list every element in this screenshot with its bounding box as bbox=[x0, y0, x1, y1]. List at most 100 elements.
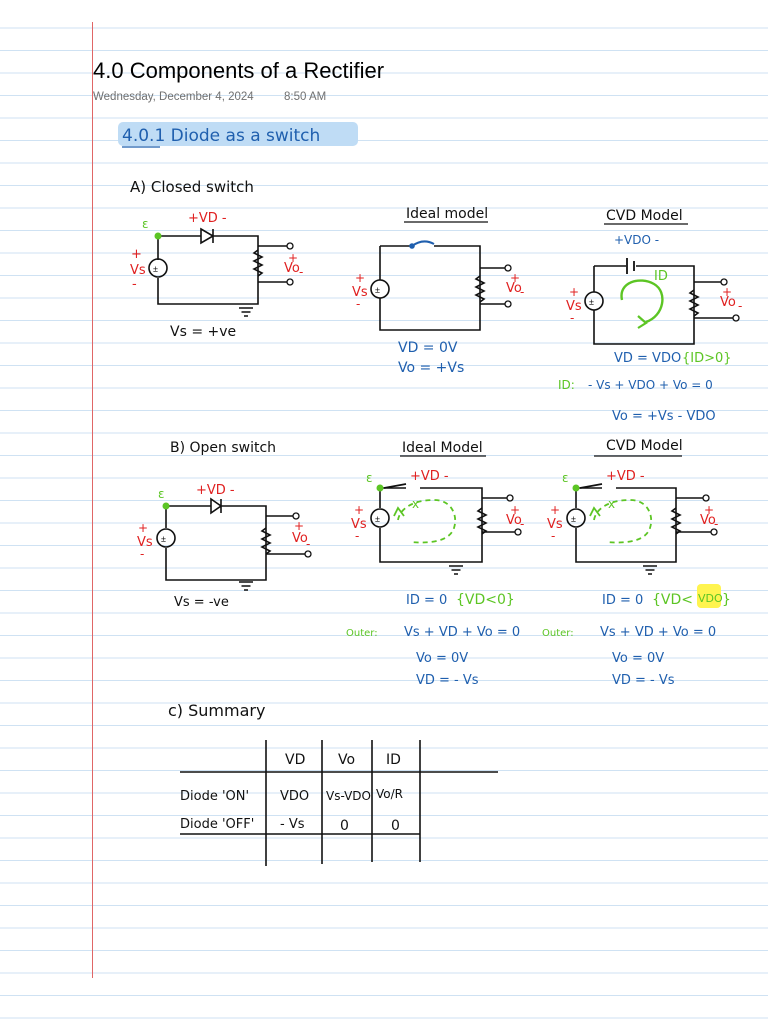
b-cvd-eq2: Vo = 0V bbox=[612, 651, 664, 666]
b-ideal-vo-plus: + bbox=[510, 503, 520, 517]
a-eps: ε bbox=[142, 217, 149, 231]
a-vo-minus: - bbox=[299, 265, 303, 279]
svg-text:±: ± bbox=[161, 534, 166, 544]
b-cvd-kvl-label: Outer: bbox=[542, 628, 574, 639]
b-cvd-title: CVD Model bbox=[606, 438, 683, 454]
table-row-on-vd: VDO bbox=[280, 789, 309, 804]
a-condition: Vs = +ve bbox=[170, 324, 236, 340]
summary-table-grid bbox=[180, 740, 498, 866]
a-cvd-kvl-label: ID: bbox=[558, 378, 575, 392]
b-vo-plus: + bbox=[294, 519, 304, 533]
a-cvd-kvl: - Vs + VDO + Vo = 0 bbox=[588, 378, 713, 392]
b-cvd-cond-hl: VDO bbox=[698, 592, 723, 605]
a-ideal-vo: Vo bbox=[506, 281, 522, 296]
b-cvd-vs-minus: - bbox=[551, 529, 555, 543]
page-title: 4.0 Components of a Rectifier bbox=[93, 58, 385, 83]
svg-text:±: ± bbox=[571, 514, 576, 524]
svg-text:±: ± bbox=[375, 514, 380, 524]
b-vs: Vs bbox=[137, 535, 153, 550]
table-row-off-id: 0 bbox=[391, 818, 400, 834]
a-ideal-eq1: VD = 0V bbox=[398, 340, 458, 356]
b-cvd-vo-minus: - bbox=[714, 517, 718, 531]
a-cvd-circuit: ± bbox=[584, 258, 740, 345]
b-ideal-kvl-label: Outer: bbox=[346, 628, 378, 639]
table-row-on-label: Diode 'ON' bbox=[180, 789, 249, 804]
table-row-off-vd: - Vs bbox=[280, 817, 305, 832]
a-vs-plus: + bbox=[131, 247, 142, 262]
b-ideal-eq3: VD = - Vs bbox=[416, 673, 479, 688]
a-vd: +VD - bbox=[188, 211, 227, 226]
b-ideal-vs-minus: - bbox=[355, 529, 359, 543]
table-row-off-vo: 0 bbox=[340, 818, 349, 834]
b-vo-minus: - bbox=[306, 537, 310, 551]
a-vs: Vs bbox=[130, 263, 146, 278]
b-cvd-eq1: ID = 0 bbox=[602, 593, 643, 608]
open-switch-circuit: ± bbox=[156, 497, 312, 591]
b-cvd-circuit: ± bbox=[566, 483, 718, 575]
b-ideal-eps: ε bbox=[366, 471, 373, 485]
b-vd: +VD - bbox=[196, 483, 235, 498]
a-ideal-vs-minus: - bbox=[356, 297, 360, 311]
b-cvd-vs-plus: + bbox=[550, 503, 560, 517]
b-vs-minus: - bbox=[140, 547, 144, 561]
section-heading: 4.0.1 Diode as a switch bbox=[122, 126, 320, 146]
part-b-heading: B) Open switch bbox=[170, 440, 276, 456]
page-time: 8:50 AM bbox=[284, 91, 327, 103]
a-vo-plus: + bbox=[288, 251, 298, 265]
table-header-vo: Vo bbox=[338, 752, 355, 768]
b-cvd-cond-highlight bbox=[697, 584, 721, 608]
part-a-heading: A) Closed switch bbox=[130, 178, 254, 196]
a-cvd-id: ID bbox=[654, 269, 668, 284]
b-cvd-cond-open: {VD< bbox=[652, 592, 693, 608]
table-row-on-id: Vo/R bbox=[376, 787, 403, 801]
a-cvd-vs: Vs bbox=[566, 299, 582, 314]
b-ideal-kvl: Vs + VD + Vo = 0 bbox=[404, 625, 520, 640]
table-row-on-vo: Vs-VDO bbox=[326, 789, 371, 803]
a-cvd-eq2: Vo = +Vs - VDO bbox=[612, 409, 716, 424]
b-ideal-eq2: Vo = 0V bbox=[416, 651, 468, 666]
a-ideal-circuit: ± bbox=[370, 240, 512, 331]
a-ideal-eq2: Vo = +Vs bbox=[398, 360, 464, 376]
a-vo: Vo bbox=[284, 261, 300, 276]
b-eps: ε bbox=[158, 487, 165, 501]
svg-text:±: ± bbox=[375, 285, 380, 295]
table-header-vd: VD bbox=[285, 752, 305, 768]
closed-switch-circuit: ± bbox=[148, 227, 294, 317]
a-cvd-vo: Vo bbox=[720, 295, 736, 310]
b-cvd-kvl: Vs + VD + Vo = 0 bbox=[600, 625, 716, 640]
a-cvd-vdo: +VDO - bbox=[614, 233, 659, 247]
b-ideal-vs-plus: + bbox=[354, 503, 364, 517]
b-condition: Vs = -ve bbox=[174, 595, 229, 610]
b-cvd-vo-plus: + bbox=[704, 503, 714, 517]
b-ideal-vd: +VD - bbox=[410, 469, 449, 484]
a-cvd-title: CVD Model bbox=[606, 208, 683, 224]
svg-text:±: ± bbox=[153, 264, 158, 274]
b-cvd-vs: Vs bbox=[547, 517, 563, 532]
a-ideal-vo-plus: + bbox=[510, 271, 520, 285]
b-cvd-cond-close: } bbox=[722, 592, 731, 608]
a-ideal-vs: Vs bbox=[352, 285, 368, 300]
a-cvd-eq1: VD = VDO bbox=[614, 351, 681, 366]
margin-line bbox=[92, 22, 93, 978]
heading-highlight bbox=[118, 122, 358, 146]
b-ideal-eq1: ID = 0 bbox=[406, 593, 447, 608]
b-cvd-vd: +VD - bbox=[606, 469, 645, 484]
a-cvd-vo-plus: + bbox=[722, 285, 732, 299]
a-ideal-title: Ideal model bbox=[406, 206, 488, 222]
table-header-id: ID bbox=[386, 752, 401, 768]
a-ideal-vs-plus: + bbox=[355, 271, 365, 285]
b-ideal-vs: Vs bbox=[351, 517, 367, 532]
b-cvd-eps: ε bbox=[562, 471, 569, 485]
svg-text:±: ± bbox=[589, 297, 594, 307]
table-row-off-label: Diode 'OFF' bbox=[180, 817, 254, 832]
b-cvd-eq3: VD = - Vs bbox=[612, 673, 675, 688]
b-ideal-cond: {VD<0} bbox=[456, 592, 515, 608]
a-cvd-vs-minus: - bbox=[570, 311, 574, 325]
b-ideal-vo: Vo bbox=[506, 513, 522, 528]
b-ideal-title: Ideal Model bbox=[402, 440, 483, 456]
b-cvd-x: x bbox=[608, 497, 615, 511]
b-vs-plus: + bbox=[138, 521, 148, 535]
b-vo: Vo bbox=[292, 531, 308, 546]
part-c-heading: c) Summary bbox=[168, 701, 265, 720]
